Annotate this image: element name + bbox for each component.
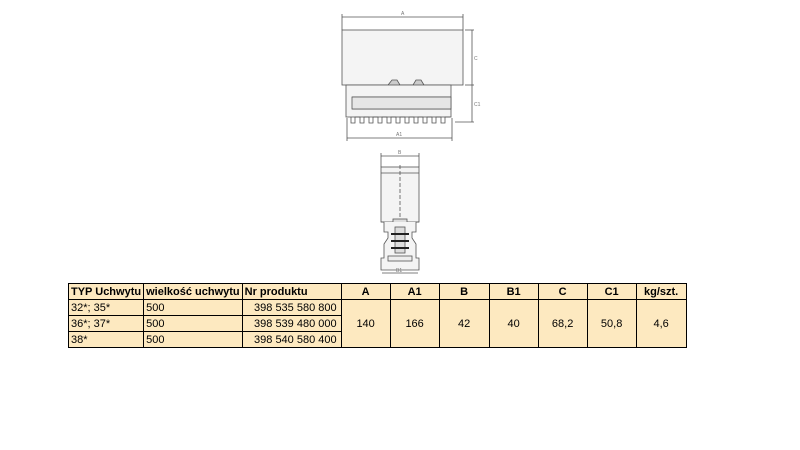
dim-c1-label: C1: [474, 102, 481, 108]
header-c1: C1: [586, 283, 637, 300]
header-size: wielkość uchwytu: [143, 283, 243, 300]
cell-b: 42: [438, 299, 490, 348]
cell-a1: 166: [389, 299, 440, 348]
cell-nr: 398 540 580 400: [241, 331, 342, 348]
front-view: A C C1 A1: [341, 11, 481, 141]
cell-c: 68,2: [537, 299, 588, 348]
table-row: 38* 500 398 540 580 400: [67, 331, 687, 348]
cell-a: 140: [340, 299, 391, 348]
header-a: A: [340, 283, 391, 300]
header-b: B: [438, 283, 490, 300]
header-a1: A1: [389, 283, 440, 300]
cell-b1: 40: [488, 299, 539, 348]
cell-c1: 50,8: [586, 299, 637, 348]
header-nr: Nr produktu: [241, 283, 342, 300]
header-b1: B1: [488, 283, 539, 300]
cell-size: 500: [143, 331, 243, 348]
dim-b1-label: B1: [396, 268, 402, 274]
cell-kg: 4,6: [635, 299, 687, 348]
cell-size: 500: [143, 299, 243, 316]
cell-typ: 32*; 35*: [67, 299, 145, 316]
cell-nr: 398 539 480 000: [241, 315, 342, 332]
dim-a-label: A: [401, 11, 405, 17]
header-typ: TYP Uchwytu: [67, 283, 145, 300]
table-row: 32*; 35* 500 398 535 580 800 140 166 42 …: [67, 299, 687, 348]
dim-b-label: B: [398, 150, 402, 156]
dim-a1-label: A1: [396, 132, 402, 138]
cell-typ: 36*; 37*: [67, 315, 145, 332]
dim-c-label: C: [474, 56, 478, 62]
table-row: 36*; 37* 500 398 539 480 000: [67, 315, 687, 332]
cell-typ: 38*: [67, 331, 145, 348]
header-kg: kg/szt.: [635, 283, 687, 300]
header-c: C: [537, 283, 588, 300]
cell-size: 500: [143, 315, 243, 332]
table-header-row: TYP Uchwytu wielkość uchwytu Nr produktu…: [67, 283, 687, 300]
side-view: B B1: [380, 150, 420, 274]
product-table: TYP Uchwytu wielkość uchwytu Nr produktu…: [67, 283, 687, 348]
cell-nr: 398 535 580 800: [241, 299, 342, 316]
